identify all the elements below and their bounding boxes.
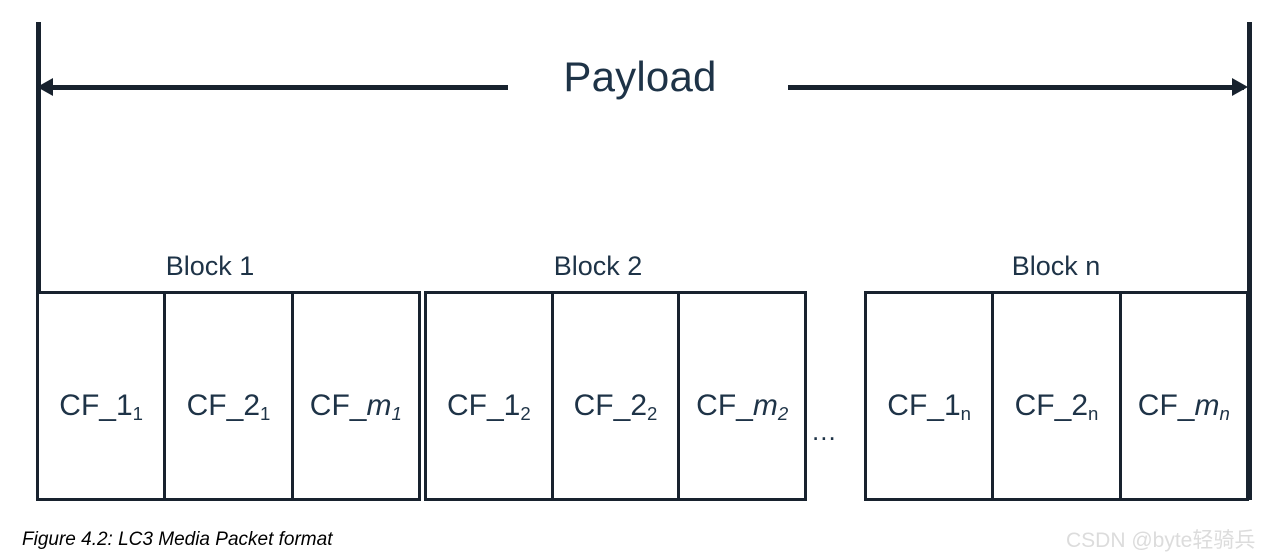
block-1-cell-1-label: CF_11 [59, 389, 144, 425]
payload-left-boundary-rule [36, 22, 41, 500]
block-n-cell-1[interactable]: CF_1n [867, 294, 995, 498]
block-n-cell-2-label: CF_2n [1014, 389, 1099, 425]
payload-arrow-right-segment [788, 85, 1244, 90]
block-2-cell-2-label: CF_22 [573, 389, 658, 425]
watermark-text: CSDN @byte轻骑兵 [1066, 529, 1256, 552]
payload-arrow-left-segment [44, 85, 508, 90]
block-n-cell-m-label: CF_mn [1137, 389, 1230, 425]
block-label-2: Block 2 [553, 251, 643, 281]
payload-right-boundary-rule [1247, 22, 1252, 500]
block-n-cell-m[interactable]: CF_mn [1121, 294, 1246, 498]
block-label-n: Block n [1011, 251, 1101, 281]
block-1-cell-2-label: CF_21 [186, 389, 271, 425]
block-2-cell-m-label: CF_m2 [696, 389, 789, 425]
block-n-cell-2[interactable]: CF_2n [994, 294, 1122, 498]
block-n: CF_1n CF_2n CF_mn [864, 291, 1249, 501]
block-2-cell-1-label: CF_12 [446, 389, 531, 425]
block-2-cell-1[interactable]: CF_12 [427, 294, 554, 498]
payload-arrow-right-head-icon [1232, 78, 1248, 96]
block-2: CF_12 CF_22 CF_m2 [424, 291, 807, 501]
figure-caption: Figure 4.2: LC3 Media Packet format [22, 529, 333, 550]
block-2-cell-m[interactable]: CF_m2 [680, 294, 805, 498]
block-1-cell-m-label: CF_m1 [309, 389, 402, 425]
block-1-cell-m[interactable]: CF_m1 [293, 294, 418, 498]
block-1-cell-2[interactable]: CF_21 [166, 294, 294, 498]
block-n-cell-1-label: CF_1n [887, 389, 972, 425]
payload-label: Payload [563, 53, 717, 100]
block-label-1: Block 1 [165, 251, 255, 281]
blocks-ellipsis: ... [812, 416, 837, 446]
block-1-cell-1[interactable]: CF_11 [39, 294, 167, 498]
block-2-cell-2[interactable]: CF_22 [553, 294, 681, 498]
block-1: CF_11 CF_21 CF_m1 [36, 291, 421, 501]
